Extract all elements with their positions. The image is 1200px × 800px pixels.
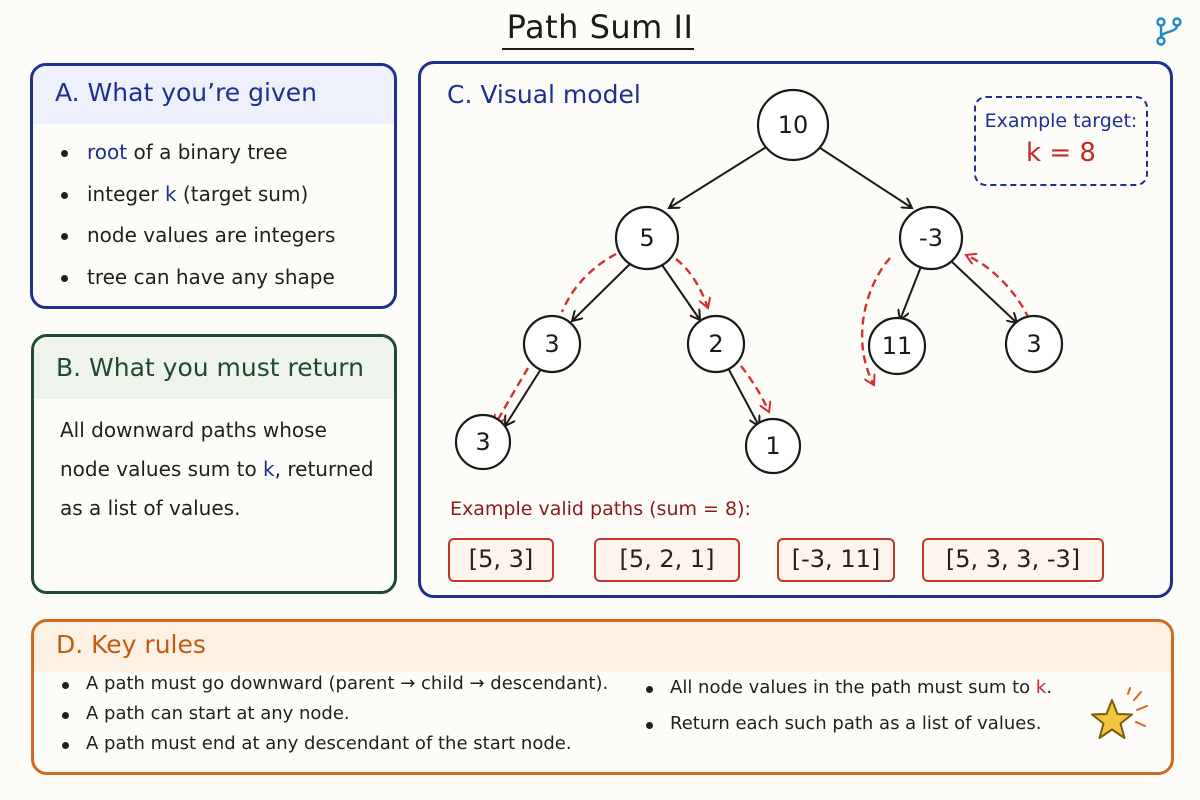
return-panel: B. What you must return All downward pat…	[31, 334, 397, 594]
list-item: A path must end at any descendant of the…	[62, 729, 608, 759]
page-title: Path Sum II	[506, 8, 694, 46]
path-arrow	[560, 252, 617, 313]
list-item-text: tree can have any shape	[87, 264, 335, 289]
tree-node-circle	[1004, 314, 1064, 374]
tree-edge	[659, 261, 700, 320]
list-item-text: All node values in the path must sum to	[670, 677, 1036, 698]
tree-edge	[813, 143, 912, 208]
given-panel: A. What you’re given root of a binary tr…	[30, 63, 397, 309]
example-target-box: Example target: k = 8	[974, 96, 1148, 186]
visual-model-heading: C. Visual model	[447, 80, 641, 109]
tree-edge	[727, 367, 759, 426]
path-arrow	[861, 257, 891, 385]
tree-edge	[950, 260, 1017, 323]
tree-node-circle	[614, 205, 680, 271]
tree-node-label: 3	[544, 330, 559, 358]
tree-node-circle	[756, 88, 830, 162]
list-item: root of a binary tree	[61, 132, 394, 174]
valid-paths-label: Example valid paths (sum = 8):	[450, 498, 751, 520]
tree-node-label: -3	[919, 224, 943, 252]
path-arrow	[675, 258, 708, 308]
list-item: node values are integers	[61, 215, 394, 257]
tree-node-label: 3	[475, 428, 490, 456]
list-item: integer k (target sum)	[61, 174, 394, 216]
given-heading: A. What you’re given	[33, 66, 394, 124]
tree-node-circle	[867, 316, 927, 376]
list-item-text: node values are integers	[87, 223, 336, 247]
star-icon	[1091, 687, 1148, 739]
tree-node-circle	[898, 205, 964, 271]
tree-node-label: 10	[778, 111, 809, 139]
path-chip: [-3, 11]	[777, 538, 895, 582]
tree-node-label: 1	[765, 432, 780, 460]
target-label: Example target:	[984, 110, 1138, 132]
path-chip: [5, 3, 3, -3]	[922, 538, 1104, 582]
root-keyword: root	[87, 140, 128, 164]
tree-edge	[505, 368, 542, 426]
path-chip: [5, 3]	[448, 538, 554, 582]
list-item-text: (target sum)	[176, 181, 309, 206]
tree-node-label: 2	[708, 330, 723, 358]
return-text: , returned as a list of values.	[60, 457, 374, 520]
tree-edge	[572, 261, 633, 321]
list-item: A path must go downward (parent → child …	[62, 669, 608, 699]
k-keyword: k	[263, 457, 275, 481]
path-chip: [5, 2, 1]	[594, 538, 740, 582]
key-rules-heading: D. Key rules	[34, 622, 1171, 672]
list-item-text: integer	[87, 181, 165, 206]
visual-model-panel: C. Visual model	[418, 61, 1173, 598]
target-value: k = 8	[1026, 138, 1096, 168]
tree-node-label: 5	[639, 224, 654, 252]
k-keyword: k	[164, 181, 177, 206]
list-item-text: of a binary tree	[127, 140, 288, 164]
return-heading: B. What you must return	[34, 337, 394, 399]
tree-node-circle	[744, 417, 802, 475]
list-item-text: .	[1046, 677, 1053, 698]
return-description: All downward paths whose node values sum…	[34, 399, 394, 528]
tree-node-circle	[454, 413, 512, 471]
key-rules-panel: D. Key rules	[31, 619, 1174, 775]
rules-list-right: All node values in the path must sum to …	[646, 673, 1052, 739]
tree-edge	[900, 263, 923, 320]
tree-node-label: 11	[882, 332, 913, 360]
list-item: All node values in the path must sum to …	[646, 673, 1052, 709]
k-keyword: k	[1035, 677, 1047, 698]
list-item: A path can start at any node.	[62, 699, 608, 729]
tree-node-circle	[686, 314, 746, 374]
given-list: root of a binary tree integer k (target …	[33, 124, 394, 298]
return-text: All downward paths whose node values sum…	[60, 418, 327, 481]
tree-edge	[669, 143, 772, 208]
tree-node-circle	[522, 314, 582, 374]
path-arrow	[740, 365, 769, 412]
list-item: Return each such path as a list of value…	[646, 709, 1052, 739]
rules-list-left: A path must go downward (parent → child …	[62, 669, 608, 759]
tree-node-label: 3	[1026, 330, 1041, 358]
title-underline	[502, 48, 694, 50]
path-arrow	[966, 255, 1031, 320]
branch-icon	[1156, 17, 1182, 46]
list-item: tree can have any shape	[61, 257, 394, 299]
